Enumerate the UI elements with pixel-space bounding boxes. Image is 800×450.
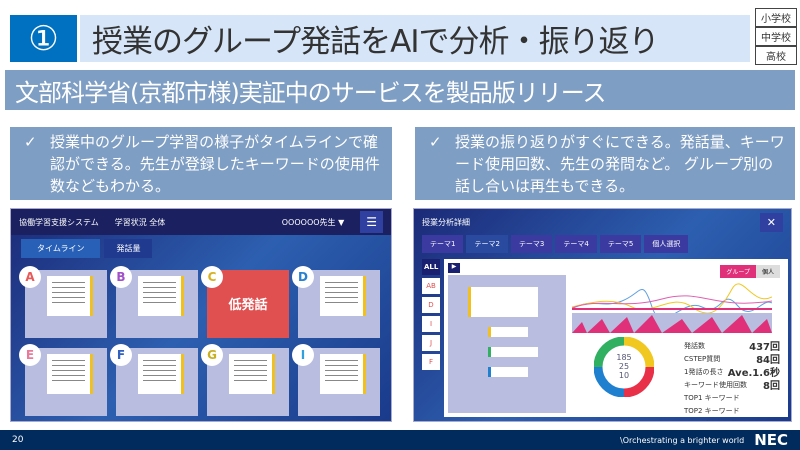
group-letter: I: [292, 344, 314, 366]
toggle-group[interactable]: グループ: [720, 265, 756, 278]
speech-note: [47, 276, 93, 316]
tab-volume[interactable]: 発話量: [104, 239, 153, 258]
timeline-screenshot: 協働学習支援システム 学習状況 全体 OOOOOO先生 ▼ ☰ タイムライン 発…: [10, 208, 392, 422]
app-header: 協働学習支援システム 学習状況 全体 OOOOOO先生 ▼ ☰: [11, 209, 391, 235]
stat-row: TOP2 キーワード: [684, 404, 780, 417]
stat-row: TOP3 キーワード: [684, 417, 780, 422]
theme-tab[interactable]: テーマ2: [466, 235, 508, 253]
check-icon: ✓: [429, 133, 442, 151]
group-card[interactable]: I: [292, 344, 380, 416]
donut-value-1: 185: [616, 353, 632, 362]
bullet-box-review: ✓ 授業の振り返りがすぐにできる。発話量、キーワード使用回数、先生の発問など。 …: [415, 127, 795, 200]
group-card[interactable]: E: [19, 344, 107, 416]
close-icon[interactable]: ✕: [759, 212, 783, 232]
speech-note: [47, 354, 93, 394]
group-letter: C: [201, 266, 223, 288]
speech-donut-chart: [594, 337, 654, 397]
stat-row: TOP1 キーワード: [684, 391, 780, 404]
footer-bar: 20 \Orchestrating a brighter world NEC: [0, 430, 800, 450]
theme-tab[interactable]: テーマ3: [510, 235, 553, 253]
stat-value: 437回: [749, 342, 780, 353]
subtitle-bar: 文部科学省(京都市様)実証中のサービスを製品版リリース: [5, 70, 795, 110]
group-card[interactable]: B: [110, 266, 198, 338]
play-icon[interactable]: ▶: [448, 263, 460, 273]
stat-label: TOP2 キーワード: [684, 406, 740, 415]
theme-tab[interactable]: 個人選択: [644, 235, 689, 253]
group-filter[interactable]: D: [422, 297, 440, 313]
user-menu[interactable]: OOOOOO先生 ▼: [281, 217, 345, 227]
donut-value-3: 10: [618, 371, 630, 380]
theme-tab[interactable]: テーマ5: [599, 235, 642, 253]
stat-label: キーワード使用回数: [684, 380, 747, 389]
group-letter: E: [19, 344, 41, 366]
stat-label: TOP3 キーワード: [684, 419, 740, 422]
section-number: ①: [10, 15, 77, 62]
stat-label: TOP1 キーワード: [684, 393, 740, 402]
speech-note: [320, 354, 366, 394]
analysis-header: 授業分析詳細 ✕: [414, 209, 791, 235]
all-button[interactable]: ALL: [422, 259, 440, 275]
stat-row: 発話数 437回: [684, 339, 780, 354]
group-card[interactable]: A: [19, 266, 107, 338]
tagline: \Orchestrating a brighter world: [620, 435, 745, 445]
speech-note: [320, 276, 366, 316]
stat-row: キーワード使用回数 8回: [684, 378, 780, 393]
group-letter: D: [292, 266, 314, 288]
speech-note: [138, 354, 184, 394]
group-filter[interactable]: AB: [422, 278, 440, 294]
group-filter[interactable]: I: [422, 316, 440, 332]
group-letter: A: [19, 266, 41, 288]
conversation-log: [448, 275, 566, 413]
speech-note: [229, 354, 275, 394]
bullet-text: 授業中のグループ学習の様子がタイムラインで確認ができる。先生が登録したキーワード…: [50, 133, 380, 195]
page-number: 20: [12, 435, 24, 445]
group-letter: F: [110, 344, 132, 366]
group-letter: G: [201, 344, 223, 366]
group-filter[interactable]: F: [422, 354, 440, 370]
speech-note: [138, 276, 184, 316]
stat-label: 発話数: [684, 341, 705, 350]
stat-label: CSTEP質問: [684, 354, 721, 363]
group-card[interactable]: G: [201, 344, 289, 416]
speech-waveform-chart: [572, 283, 772, 333]
bullet-box-timeline: ✓ 授業中のグループ学習の様子がタイムラインで確認ができる。先生が登録したキーワ…: [10, 127, 392, 200]
toggle-individual[interactable]: 個人: [755, 265, 780, 278]
group-card[interactable]: C 低発話: [201, 266, 289, 338]
analysis-title: 授業分析詳細: [422, 217, 470, 227]
group-card[interactable]: F: [110, 344, 198, 416]
school-tag-junior-high: 中学校: [755, 27, 797, 46]
status-label: 学習状況 全体: [114, 217, 166, 227]
menu-icon[interactable]: ☰: [360, 211, 383, 233]
group-grid: A B C 低発話 D E F G I: [11, 262, 391, 421]
school-tag-high: 高校: [755, 46, 797, 65]
donut-value-2: 25: [618, 362, 630, 371]
nec-logo: NEC: [754, 431, 788, 449]
theme-tab[interactable]: テーマ1: [422, 235, 464, 253]
group-card[interactable]: D: [292, 266, 380, 338]
stat-value: 8回: [763, 381, 780, 392]
stat-label: 1発話の長さ: [684, 367, 724, 376]
stat-value: Ave.1.6秒: [727, 368, 780, 379]
school-tag-elementary: 小学校: [755, 8, 797, 27]
group-letter: B: [110, 266, 132, 288]
group-filter[interactable]: J: [422, 335, 440, 351]
low-speech-alert: 低発話: [228, 298, 268, 313]
app-title: 協働学習支援システム: [19, 217, 99, 227]
slide-title: 授業のグループ発話をAIで分析・振り返り: [80, 15, 750, 62]
check-icon: ✓: [24, 133, 37, 151]
theme-tab[interactable]: テーマ4: [555, 235, 597, 253]
stat-row: CSTEP質問 84回: [684, 352, 780, 367]
bullet-text: 授業の振り返りがすぐにできる。発話量、キーワード使用回数、先生の発問など。 グル…: [455, 133, 785, 195]
tab-timeline[interactable]: タイムライン: [21, 239, 101, 258]
stat-value: 84回: [756, 355, 780, 366]
